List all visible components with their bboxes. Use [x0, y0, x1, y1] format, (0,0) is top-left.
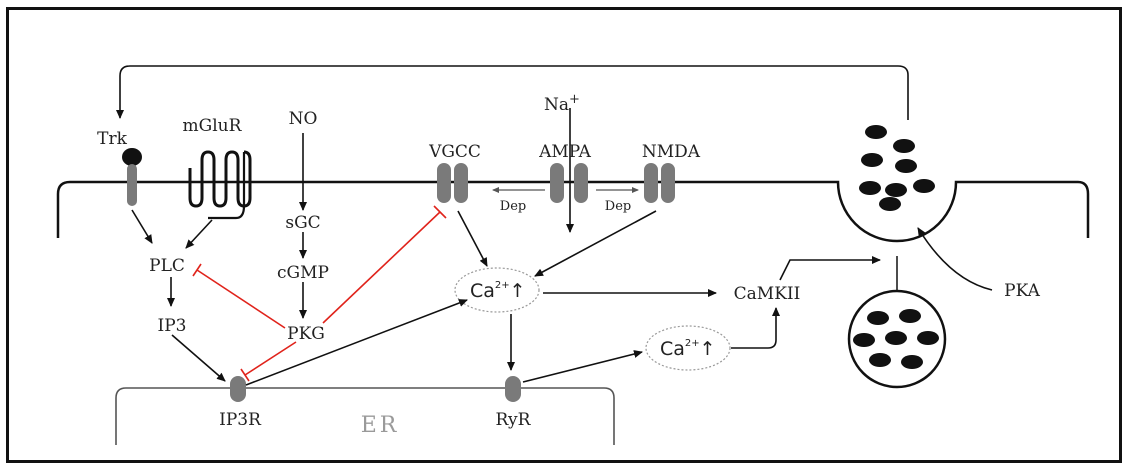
free-vesicle [847, 256, 947, 389]
label-er: ER [361, 413, 400, 438]
ryr-receptor [505, 376, 521, 402]
arrow-ca-er-camkii [731, 307, 780, 349]
label-no: NO [289, 109, 318, 129]
arrow-trk-plc [131, 209, 153, 244]
label-mglur: mGluR [183, 116, 243, 136]
mglur-receptor [188, 150, 252, 208]
vgcc-channel [437, 163, 468, 203]
label-sgc: sGC [285, 213, 320, 233]
label-pka: PKA [1004, 281, 1040, 301]
inhibit-pkg-vgcc-bar [433, 205, 447, 219]
arrow-camkii-vesicle [779, 256, 881, 281]
label-vgcc: VGCC [428, 142, 481, 162]
trk-receptor [122, 148, 142, 206]
label-camkii: CaMKII [734, 284, 801, 304]
label-ryr: RyR [496, 410, 532, 430]
label-dep-left: Dep [500, 199, 526, 214]
ca-er-oval [645, 325, 731, 371]
label-ca-er: Ca2+↑ [660, 338, 716, 360]
label-plc: PLC [149, 256, 185, 276]
er-membrane [115, 387, 615, 445]
arrow-pka-vesicle [917, 227, 993, 291]
arrow-ip3r-ca [245, 299, 468, 386]
nmda-channel [644, 163, 675, 203]
arrow-vgcc-ca [457, 210, 488, 267]
diagram-frame [6, 7, 1122, 463]
label-cgmp: cGMP [277, 263, 329, 283]
feedback-loop-line [116, 65, 909, 120]
label-dep-right: Dep [605, 199, 631, 214]
arrow-nmda-ca [534, 210, 657, 277]
label-ip3r: IP3R [219, 410, 262, 430]
ip3r-receptor [230, 376, 246, 402]
cell-membrane [56, 180, 1090, 243]
mglur-tail [208, 152, 246, 220]
inhibit-pkg-vgcc [322, 211, 441, 324]
docked-vesicle [859, 125, 935, 211]
inhibit-pkg-plc-bar [192, 263, 202, 277]
inhibit-pkg-ip3r-bar [240, 368, 250, 382]
inhibit-pkg-ip3r [244, 341, 297, 376]
ampa-channel [550, 163, 588, 203]
label-trk: Trk [97, 129, 127, 149]
label-pkg: PKG [287, 324, 325, 344]
label-nmda: NMDA [642, 142, 701, 162]
arrow-ryr-ca-er [522, 350, 643, 383]
arrow-ip3-ip3r [171, 334, 226, 382]
inhibit-pkg-plc [196, 269, 286, 329]
label-ca-main: Ca2+↑ [470, 280, 526, 302]
ca-main-oval [454, 267, 540, 313]
label-na: Na+ [544, 92, 580, 115]
arrow-mglur-plc [185, 219, 213, 249]
label-ip3: IP3 [158, 316, 187, 336]
label-ampa: AMPA [538, 142, 592, 162]
